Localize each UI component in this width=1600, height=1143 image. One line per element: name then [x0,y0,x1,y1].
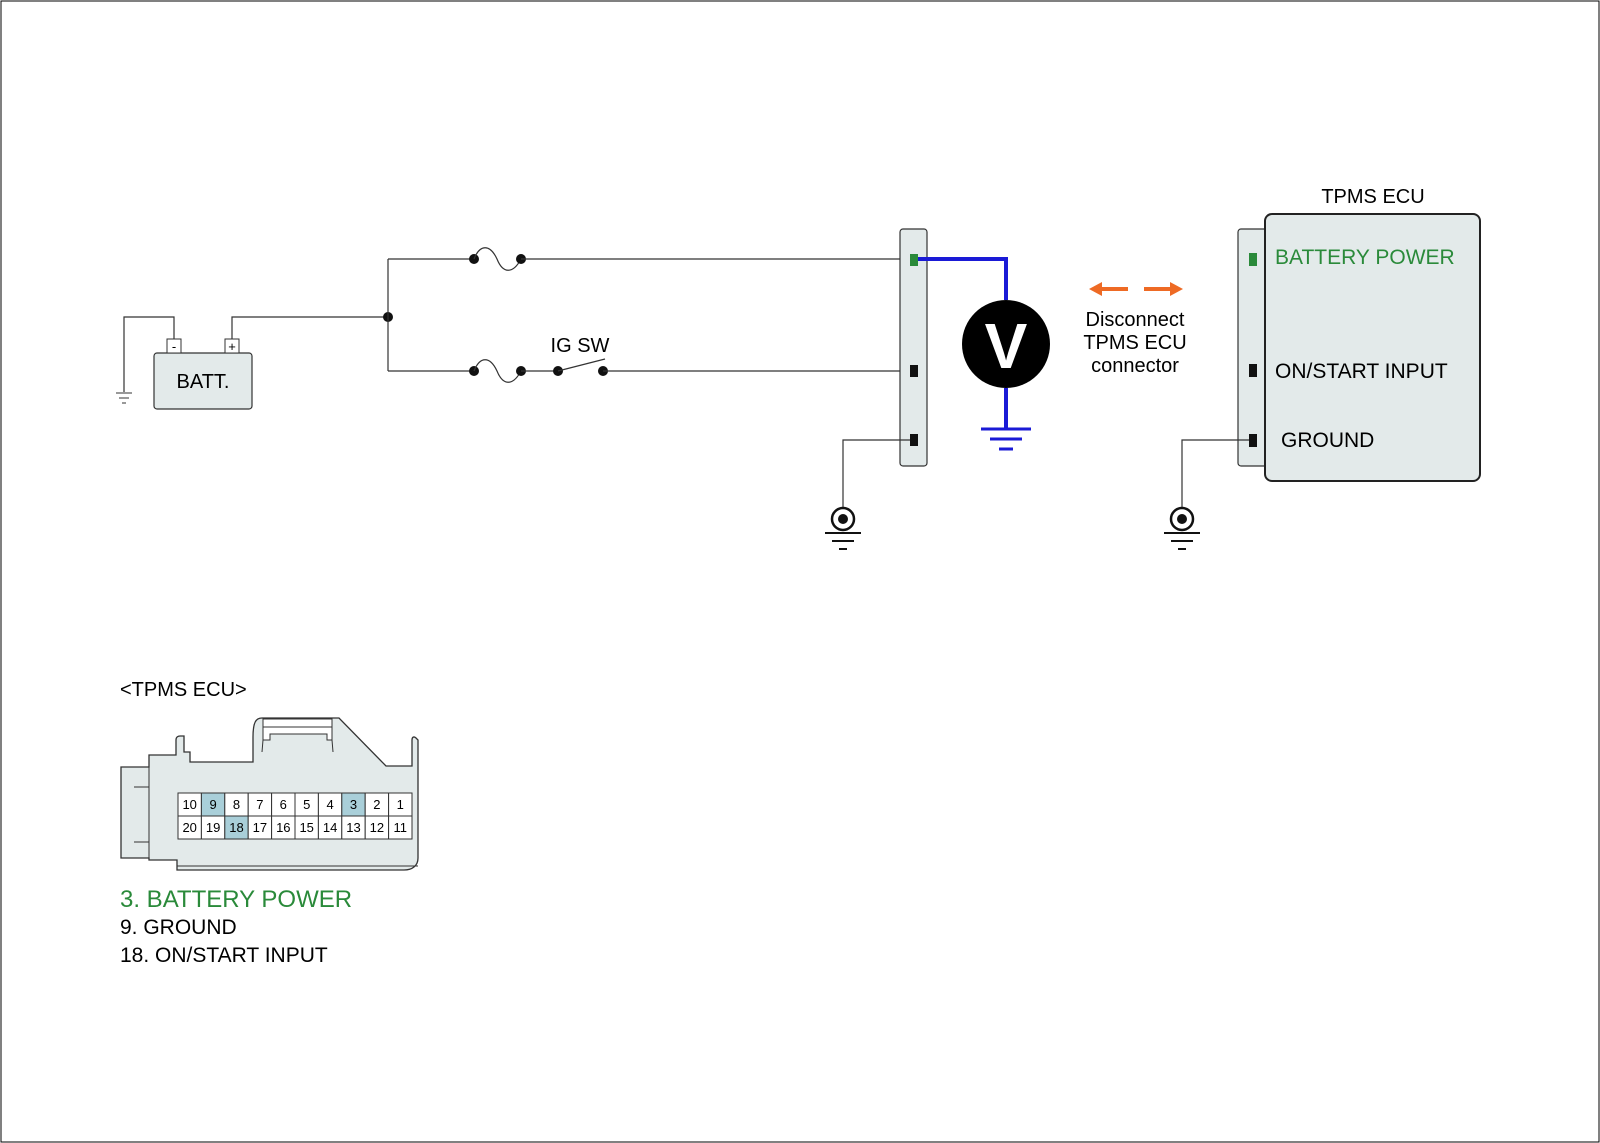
battery-negative-label: - [172,339,176,354]
connector-pin-number: 4 [326,797,333,812]
disconnect-instruction-line2: TPMS ECU [1083,332,1186,354]
connector-pin-number: 3 [350,797,357,812]
ecu-pin-battery-power [1249,253,1257,266]
battery-label: BATT. [177,371,230,393]
connector-pin-number: 2 [373,797,380,812]
connector-pin-number: 15 [299,820,313,835]
connector-pin-number: 13 [346,820,360,835]
connector-pin-cell [388,815,413,840]
connector-pin-number: 18 [229,820,243,835]
voltmeter-ground-icon [981,427,1031,451]
connector-pin-number: 16 [276,820,290,835]
connector-pin-number: 14 [323,820,337,835]
ecu-label-on-start-input: ON/START INPUT [1275,360,1448,383]
ecu-label-ground: GROUND [1281,429,1374,452]
connector-pin-number: 12 [370,820,384,835]
ignition-switch-label: IG SW [551,335,610,357]
ecu-body [1264,213,1481,482]
connector-pin-number: 17 [253,820,267,835]
harness-pin-battery-power [910,254,918,266]
harness-pin-on-start-input [910,365,918,377]
voltmeter: V [962,300,1050,388]
connector-pin-number: 19 [206,820,220,835]
connector-pin-number: 7 [256,797,263,812]
fuse-icon [469,359,526,383]
voltmeter-label: V [985,310,1028,382]
battery: - + BATT. [153,338,253,410]
voltmeter-probe-wire [918,257,1008,300]
battery-ground-wire [123,316,175,392]
connector-pin-number: 20 [182,820,196,835]
disconnect-arrows-icon [1089,282,1183,296]
body-ground-icon [825,506,861,550]
legend-on-start-input: 18. ON/START INPUT [120,944,328,967]
battery-positive-label: + [228,339,236,354]
connector-pin-number: 8 [233,797,240,812]
connector-pin-number: 9 [209,797,216,812]
connector-title: <TPMS ECU> [120,679,247,701]
harness-connector [899,228,928,467]
legend-ground: 9. GROUND [120,916,237,939]
disconnect-instruction-line1: Disconnect [1086,309,1185,331]
ecu-title: TPMS ECU [1321,186,1424,208]
battery-positive-wire [231,316,388,339]
ecu-pin-ground [1249,434,1257,447]
connector-pin-number: 11 [394,820,408,835]
connector-pin-number: 10 [182,797,196,812]
ecu-label-battery-power: BATTERY POWER [1275,246,1455,269]
harness-pin-ground [910,434,918,446]
connector-pin-number: 5 [303,797,310,812]
connector-pin-number: 6 [280,797,287,812]
body-ground-icon [1164,506,1200,550]
chassis-ground-icon [116,392,132,404]
disconnect-instruction-line3: connector [1091,355,1179,377]
connector-pin-number: 1 [397,797,404,812]
legend-battery-power: 3. BATTERY POWER [120,886,352,913]
ecu-pin-on-start-input [1249,364,1257,377]
